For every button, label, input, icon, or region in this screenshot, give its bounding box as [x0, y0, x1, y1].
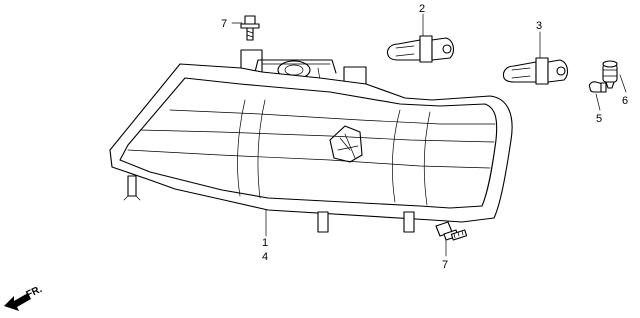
socket-icon	[602, 60, 618, 89]
bulb-icon	[588, 81, 607, 93]
leader-line-socket	[619, 74, 627, 93]
callout-4: 4	[262, 251, 268, 263]
arrow-left-icon	[4, 293, 31, 311]
bolt-icon	[435, 221, 468, 241]
callout-1: 1	[262, 237, 268, 249]
callout-2: 2	[419, 3, 425, 15]
callout-5: 5	[596, 113, 602, 125]
callout-6: 6	[622, 95, 628, 107]
callout-3: 3	[536, 20, 542, 32]
callout-7-top: 7	[221, 18, 227, 30]
leader-line-small-bulb	[595, 93, 601, 111]
bulb-icon	[386, 35, 455, 63]
bolt-icon	[240, 15, 260, 41]
callout-7-bottom: 7	[442, 259, 448, 271]
direction-label: FR.	[25, 284, 44, 301]
headlight-assembly-icon	[109, 49, 513, 233]
bulb-icon	[502, 57, 569, 85]
